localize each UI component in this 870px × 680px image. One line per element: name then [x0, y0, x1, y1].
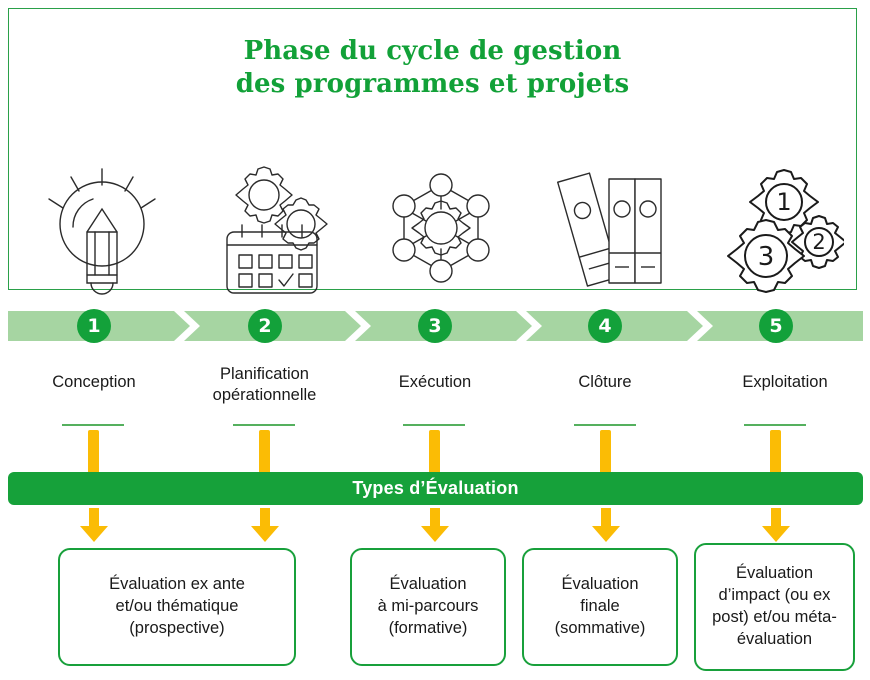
icon-cell-conception: [17, 159, 187, 299]
network-gear-icon: [382, 165, 500, 293]
top-panel: Phase du cycle de gestion des programmes…: [8, 8, 857, 295]
result-box-ex-ante[interactable]: Évaluation ex ante et/ou thématique (pro…: [58, 548, 296, 666]
step-circle-3[interactable]: 3: [418, 309, 452, 343]
step-circle-2[interactable]: 2: [248, 309, 282, 343]
icon-strip: 1 2 3: [17, 159, 866, 299]
phase-label-execution: Exécution: [398, 373, 472, 391]
svg-text:2: 2: [812, 230, 825, 254]
numbered-gears-icon: 1 2 3: [718, 164, 845, 294]
types-evaluation-label: Types d’Évaluation: [352, 478, 519, 498]
phase-rule-2: [233, 424, 295, 426]
connector-stem-1: [88, 430, 99, 474]
down-arrow-3: [420, 508, 450, 542]
phase-label-planification: Planification opérationnelle: [212, 365, 317, 405]
icon-cell-execution: [357, 159, 527, 299]
calendar-gears-icon: [209, 162, 335, 296]
result-box-finale[interactable]: Évaluation finale (sommative): [522, 548, 678, 666]
step-circle-1[interactable]: 1: [77, 309, 111, 343]
result-box-impact[interactable]: Évaluation d’impact (ou ex post) et/ou m…: [694, 543, 855, 671]
connector-stem-2: [259, 430, 270, 474]
phase-label-conception: Conception: [52, 373, 136, 391]
page-title: Phase du cycle de gestion des programmes…: [235, 36, 630, 100]
lightbulb-pencil-icon: [43, 161, 161, 297]
connector-stem-5: [770, 430, 781, 474]
connector-stem-4: [600, 430, 611, 474]
down-arrow-5: [761, 508, 791, 542]
connector-stem-3: [429, 430, 440, 474]
down-arrow-1: [79, 508, 109, 542]
icon-cell-exploitation: 1 2 3: [696, 159, 866, 299]
phase-rule-1: [62, 424, 124, 426]
binders-icon: [557, 167, 665, 291]
step-circle-4[interactable]: 4: [588, 309, 622, 343]
icon-cell-planification: [187, 159, 357, 299]
down-arrow-2: [250, 508, 280, 542]
phase-rule-3: [403, 424, 465, 426]
down-arrow-4: [591, 508, 621, 542]
phase-rule-5: [744, 424, 806, 426]
phase-rule-4: [574, 424, 636, 426]
types-evaluation-bar: Types d’Évaluation: [8, 472, 863, 505]
svg-text:1: 1: [776, 188, 791, 216]
result-box-mi-parcours[interactable]: Évaluation à mi-parcours (formative): [350, 548, 506, 666]
icon-cell-cloture: [526, 159, 696, 299]
step-circle-5[interactable]: 5: [759, 309, 793, 343]
phase-label-cloture: Clôture: [578, 373, 632, 391]
svg-text:3: 3: [758, 242, 775, 272]
phase-label-exploitation: Exploitation: [742, 373, 828, 391]
